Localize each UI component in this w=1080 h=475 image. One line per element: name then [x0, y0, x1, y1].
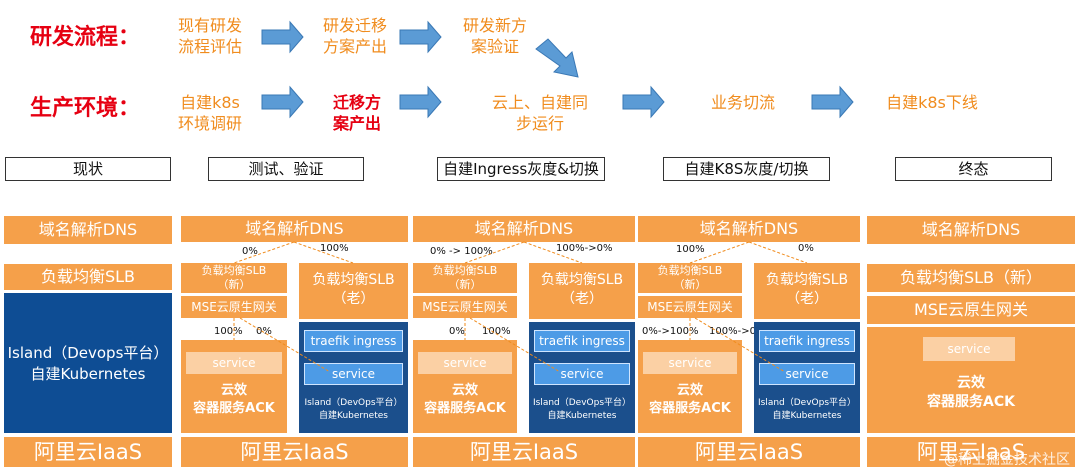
c3-island-label: Island（DevOps平台） 自建Kubernetes — [532, 398, 632, 421]
c4-mse: MSE云原生网关 — [638, 296, 742, 318]
c4-pct-left: 100% — [676, 244, 705, 255]
c2-pct-right: 100% — [320, 243, 349, 254]
c3-pct-b: 100% — [482, 326, 511, 337]
step-prod-1: 自建k8s 环境调研 — [177, 93, 242, 133]
c5-ack-label: 云效 容器服务ACK — [927, 375, 1015, 410]
c5-slb: 负载均衡SLB（新） — [867, 264, 1075, 292]
c3-dns: 域名解析DNS — [413, 216, 635, 242]
c2-iaas: 阿里云IaaS — [181, 437, 408, 467]
c4-dns: 域名解析DNS — [638, 216, 860, 242]
c5-mse: MSE云原生网关 — [867, 296, 1075, 324]
c3-iaas: 阿里云IaaS — [413, 437, 635, 467]
c2-pct-b: 0% — [256, 326, 272, 337]
c3-pct-left: 0% -> 100% — [430, 246, 493, 257]
c1-dns: 域名解析DNS — [4, 216, 172, 244]
c3-slb-new: 负载均衡SLB （新） — [413, 263, 517, 293]
c2-ack-label: 云效 容器服务ACK — [193, 383, 275, 416]
c3-ack-label: 云效 容器服务ACK — [424, 383, 506, 416]
step-prod-5: 自建k8s下线 — [886, 93, 978, 112]
stage-current: 现状 — [5, 157, 171, 181]
c2-mse: MSE云原生网关 — [181, 296, 287, 318]
c2-traefik: traefik ingress — [304, 330, 403, 352]
c3-mse: MSE云原生网关 — [413, 296, 517, 318]
c4-ack-service: service — [643, 352, 737, 374]
c3-traefik: traefik ingress — [534, 330, 630, 352]
c2-slb-new: 负载均衡SLB （新） — [181, 263, 287, 293]
step-prod-2: 迁移方 案产出 — [332, 93, 381, 133]
arrow-right-icon — [261, 85, 304, 119]
arrow-right-icon — [261, 20, 304, 54]
arrow-right-icon — [399, 85, 442, 119]
arrow-right-icon — [399, 20, 442, 54]
c4-pct-a: 0%->100% — [642, 326, 699, 337]
c2-slb-old: 负载均衡SLB （老） — [299, 263, 408, 319]
arrow-down-right-icon — [535, 38, 579, 78]
c1-slb: 负载均衡SLB — [4, 264, 172, 290]
c2-pct-a: 100% — [214, 326, 243, 337]
step-dev-2: 研发迁移 方案产出 — [322, 16, 387, 56]
c2-service2: service — [304, 363, 403, 385]
watermark: @稀土掘金技术社区 — [944, 452, 1070, 468]
stage-final: 终态 — [895, 157, 1052, 181]
step-dev-3: 研发新方 案验证 — [462, 16, 527, 56]
c3-service2: service — [534, 363, 630, 385]
step-prod-3: 云上、自建同 步运行 — [491, 93, 588, 133]
arrow-right-icon — [622, 85, 665, 119]
c4-ack-label: 云效 容器服务ACK — [649, 383, 731, 416]
c5-ack-service: service — [923, 337, 1015, 361]
step-prod-4: 业务切流 — [710, 93, 775, 112]
c3-pct-a: 0% — [449, 326, 465, 337]
stage-k8s: 自建K8S灰度/切换 — [663, 157, 830, 181]
c2-pct-left: 0% — [242, 246, 258, 257]
c3-slb-old: 负载均衡SLB （老） — [529, 263, 635, 319]
c5-dns: 域名解析DNS — [867, 216, 1075, 244]
stage-ingress: 自建Ingress灰度&切换 — [437, 157, 605, 181]
c1-iaas: 阿里云IaaS — [4, 437, 172, 467]
arrow-right-icon — [811, 85, 854, 119]
c5-iaas: 阿里云IaaS — [867, 437, 1075, 467]
row-label-dev: 研发流程： — [30, 25, 141, 50]
c2-dns: 域名解析DNS — [181, 216, 408, 242]
stage-test: 测试、验证 — [208, 157, 364, 181]
c4-service2: service — [759, 363, 855, 385]
c4-iaas: 阿里云IaaS — [638, 437, 860, 467]
c2-ack-service: service — [186, 352, 282, 374]
row-label-prod: 生产环境： — [30, 96, 141, 121]
c4-traefik: traefik ingress — [759, 330, 855, 352]
c4-island-label: Island（DevOps平台） 自建Kubernetes — [757, 398, 857, 421]
c4-slb-new: 负载均衡SLB （新） — [638, 263, 742, 293]
c4-pct-b: 100%->0% — [709, 326, 766, 337]
c1-island: Island（Devops平台） 自建Kubernetes — [4, 293, 172, 433]
c4-pct-right: 0% — [798, 243, 814, 254]
step-dev-1: 现有研发 流程评估 — [177, 16, 242, 56]
c3-ack-service: service — [418, 352, 512, 374]
c2-island-label: Island（DevOps平台） 自建Kubernetes — [304, 398, 403, 421]
c3-pct-right: 100%->0% — [556, 243, 613, 254]
c4-slb-old: 负载均衡SLB （老） — [754, 263, 860, 319]
